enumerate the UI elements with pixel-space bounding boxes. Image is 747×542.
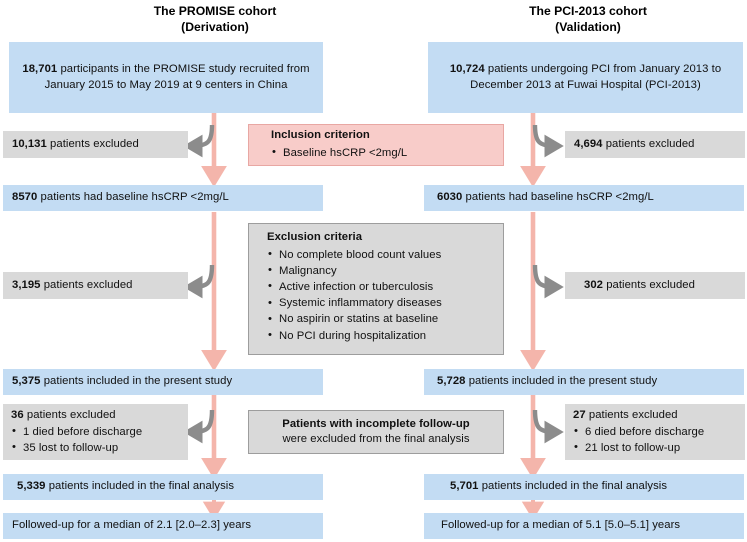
exclusion-criteria-bullets: No complete blood count values Malignanc… bbox=[267, 246, 493, 344]
list-item: 1 died before discharge bbox=[11, 423, 182, 440]
left-excluded-2-count: 3,195 bbox=[12, 278, 41, 291]
exclusion-criteria-title: Exclusion criteria bbox=[267, 231, 363, 243]
right-branch-arrow-1 bbox=[532, 124, 564, 158]
list-item: No PCI during hospitalization bbox=[267, 327, 493, 344]
right-followup-box: Followed-up for a median of 5.1 [5.0–5.1… bbox=[424, 513, 744, 539]
inclusion-criterion-box: Inclusion criterion Baseline hsCRP <2mg/… bbox=[248, 124, 504, 166]
left-column-title-line2: (Derivation) bbox=[181, 20, 249, 34]
left-excluded-3-box: 36 patients excluded 1 died before disch… bbox=[3, 404, 188, 460]
list-item: No aspirin or statins at baseline bbox=[267, 311, 493, 327]
left-present-study-box: 5,375 patients included in the present s… bbox=[3, 369, 323, 395]
right-column-title-line2: (Validation) bbox=[555, 20, 621, 34]
followup-note-line2: were excluded from the final analysis bbox=[282, 433, 470, 445]
left-branch-arrow-1 bbox=[183, 124, 215, 158]
left-final-analysis-box: 5,339 patients included in the final ana… bbox=[3, 474, 323, 500]
right-after-inclusion-count: 6030 bbox=[437, 191, 463, 204]
left-excluded-1-count: 10,131 bbox=[12, 137, 47, 150]
right-excluded-3-count: 27 bbox=[573, 409, 586, 421]
left-enrolled-text: participants in the PROMISE study recrui… bbox=[44, 63, 310, 91]
right-present-study-text: patients included in the present study bbox=[465, 375, 658, 388]
right-excluded-2-count: 302 bbox=[584, 278, 603, 291]
left-after-inclusion-text: patients had baseline hsCRP <2mg/L bbox=[37, 191, 229, 204]
right-excluded-1-count: 4,694 bbox=[574, 137, 603, 150]
right-final-analysis-text: patients included in the final analysis bbox=[478, 480, 668, 493]
left-after-inclusion-count: 8570 bbox=[12, 191, 38, 204]
right-branch-arrow-2 bbox=[532, 264, 564, 299]
right-present-study-count: 5,728 bbox=[437, 375, 466, 388]
right-after-inclusion-text: patients had baseline hsCRP <2mg/L bbox=[462, 191, 654, 204]
inclusion-criterion-title: Inclusion criterion bbox=[271, 129, 370, 141]
followup-note-box: Patients with incomplete follow-up were … bbox=[248, 410, 504, 454]
list-item: 21 lost to follow-up bbox=[573, 439, 739, 456]
right-column-title-line1: The PCI-2013 cohort bbox=[529, 4, 647, 18]
right-followup-text: Followed-up for a median of 5.1 [5.0–5.1… bbox=[441, 519, 681, 532]
list-item: No complete blood count values bbox=[267, 246, 493, 263]
left-excluded-3-text: patients excluded bbox=[23, 409, 116, 421]
right-excluded-3-text: patients excluded bbox=[585, 409, 678, 421]
left-excluded-3-count: 36 bbox=[11, 409, 24, 421]
right-excluded-3-bullets: 6 died before discharge 21 lost to follo… bbox=[573, 423, 739, 456]
right-excluded-1-box: 4,694 patients excluded bbox=[565, 131, 745, 158]
left-excluded-1-text: patients excluded bbox=[46, 137, 139, 150]
left-after-inclusion-box: 8570 patients had baseline hsCRP <2mg/L bbox=[3, 185, 323, 211]
left-final-analysis-count: 5,339 bbox=[17, 480, 46, 493]
left-final-analysis-text: patients included in the final analysis bbox=[45, 480, 235, 493]
list-item: Malignancy bbox=[267, 262, 493, 279]
left-present-study-count: 5,375 bbox=[12, 375, 41, 388]
left-present-study-text: patients included in the present study bbox=[40, 375, 233, 388]
left-column-title: The PROMISE cohort (Derivation) bbox=[105, 3, 325, 35]
right-excluded-2-box: 302 patients excluded bbox=[565, 272, 745, 299]
right-final-analysis-box: 5,701 patients included in the final ana… bbox=[424, 474, 744, 500]
right-enrolled-count: 10,724 bbox=[449, 63, 485, 75]
inclusion-criterion-bullets: Baseline hsCRP <2mg/L bbox=[271, 144, 493, 161]
right-enrolled-text: patients undergoing PCI from January 201… bbox=[470, 63, 722, 91]
left-excluded-2-box: 3,195 patients excluded bbox=[3, 272, 188, 299]
left-column-title-line1: The PROMISE cohort bbox=[153, 4, 277, 18]
list-item: Baseline hsCRP <2mg/L bbox=[271, 144, 493, 161]
right-column-title: The PCI-2013 cohort (Validation) bbox=[478, 3, 698, 35]
left-excluded-1-box: 10,131 patients excluded bbox=[3, 131, 188, 158]
right-enrolled-box: 10,724 patients undergoing PCI from Janu… bbox=[428, 42, 743, 113]
right-excluded-1-text: patients excluded bbox=[602, 137, 695, 150]
left-enrolled-box: 18,701 participants in the PROMISE study… bbox=[9, 42, 323, 113]
list-item: 6 died before discharge bbox=[573, 423, 739, 440]
right-excluded-2-text: patients excluded bbox=[603, 278, 695, 291]
right-branch-arrow-3 bbox=[532, 409, 564, 444]
left-excluded-3-bullets: 1 died before discharge 35 lost to follo… bbox=[11, 423, 182, 456]
right-final-analysis-count: 5,701 bbox=[450, 480, 479, 493]
list-item: Active infection or tuberculosis bbox=[267, 278, 493, 295]
right-present-study-box: 5,728 patients included in the present s… bbox=[424, 369, 744, 395]
left-followup-text: Followed-up for a median of 2.1 [2.0–2.3… bbox=[12, 519, 252, 532]
left-branch-arrow-2 bbox=[183, 264, 215, 299]
list-item: Systemic inflammatory diseases bbox=[267, 295, 493, 311]
list-item: 35 lost to follow-up bbox=[11, 439, 182, 456]
left-branch-arrow-3 bbox=[183, 409, 215, 444]
exclusion-criteria-box: Exclusion criteria No complete blood cou… bbox=[248, 223, 504, 355]
right-excluded-3-box: 27 patients excluded 6 died before disch… bbox=[565, 404, 745, 460]
left-excluded-2-text: patients excluded bbox=[40, 278, 133, 291]
left-followup-box: Followed-up for a median of 2.1 [2.0–2.3… bbox=[3, 513, 323, 539]
right-after-inclusion-box: 6030 patients had baseline hsCRP <2mg/L bbox=[424, 185, 744, 211]
followup-note-line1: Patients with incomplete follow-up bbox=[282, 417, 470, 430]
left-enrolled-count: 18,701 bbox=[22, 63, 58, 75]
